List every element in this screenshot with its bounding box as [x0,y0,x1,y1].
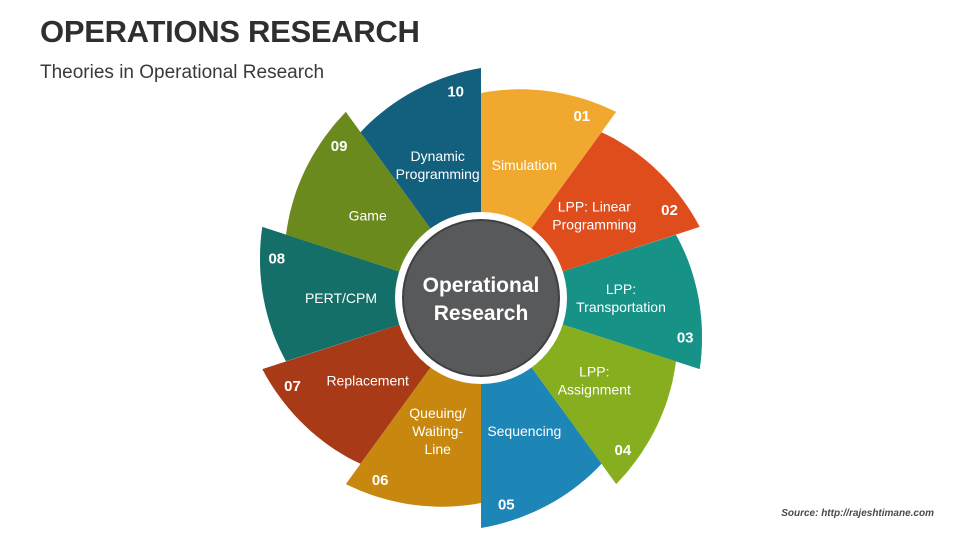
segment-05-shape [481,338,602,528]
segment-10-shape [360,68,481,258]
segment-02-shape [510,132,700,283]
segment-04-label: LPP: [579,363,609,379]
segment-04-label: Assignment [558,381,631,397]
segment-03-number: 03 [677,330,694,347]
segment-10-label: Programming [396,166,480,182]
source-credit: Source: http://rajeshtimane.com [781,508,934,519]
segment-03-label: LPP: [606,281,636,297]
center-label: Operational [423,274,540,297]
center-label: Research [434,302,529,325]
segment-05-label: Sequencing [487,423,561,439]
segment-09: Game 09 [286,111,452,283]
segment-02-number: 02 [661,202,678,219]
page-subtitle: Theories in Operational Research [40,62,325,83]
segment-04-number: 04 [615,442,632,459]
segment-03: LPP: Transportation 03 [528,234,702,370]
segment-06-number: 06 [372,472,389,489]
center-circle [402,219,560,377]
segment-05: Sequencing 05 [481,338,602,528]
segment-01-number: 01 [573,108,590,125]
segment-08-shape [260,226,434,362]
segment-01-label: Simulation [492,157,557,173]
segment-04-shape [510,313,676,485]
segment-09-label: Game [349,208,387,224]
segment-07-shape [262,313,452,464]
segment-08: PERT/CPM 08 [260,226,434,362]
segment-01-shape [481,89,617,258]
segment-08-label: PERT/CPM [305,290,377,306]
segment-03-shape [528,234,702,370]
segment-09-shape [286,111,452,283]
segment-05-number: 05 [498,496,515,513]
segment-02-label: Programming [552,217,636,233]
segment-06-shape [345,338,481,507]
segment-04: LPP: Assignment 04 [510,313,676,485]
segment-07: Replacement 07 [262,313,452,464]
segment-07-label: Replacement [326,372,409,388]
segment-06-label: Line [424,441,451,457]
segment-09-number: 09 [331,138,348,155]
segment-08-number: 08 [268,250,285,267]
segment-06-label: Queuing/ [409,405,466,421]
segment-06-label: Waiting- [412,423,463,439]
segment-10-number: 10 [447,84,464,101]
page-title: OPERATIONS RESEARCH [40,14,420,49]
segment-10-label: Dynamic [410,148,464,164]
segment-06: Queuing/Waiting- Line 06 [345,338,481,507]
segment-02-label: LPP: Linear [558,199,631,215]
segment-07-number: 07 [284,378,301,395]
segment-01: Simulation 01 [481,89,617,258]
segment-03-label: Transportation [576,299,666,315]
